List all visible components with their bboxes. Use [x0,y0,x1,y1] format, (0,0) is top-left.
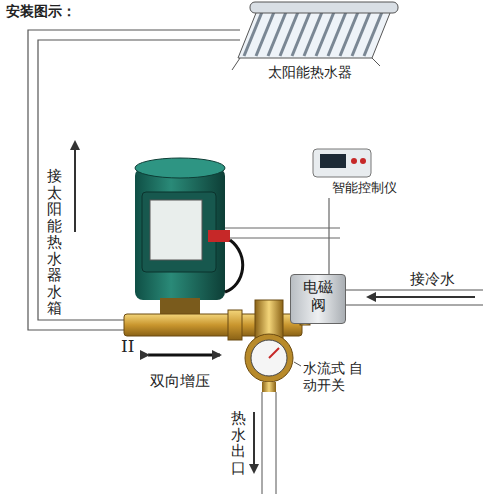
flow-arrow [74,142,76,232]
diagram-title: 安装图示： [6,3,76,20]
solar-heater [232,2,398,70]
controller-box: 智能控制仪 [312,148,399,198]
controller-device [312,148,372,178]
pipe-outline [38,40,240,320]
label-text: 双向增压 [150,372,210,390]
node-text: 电磁阀 [302,278,334,314]
label-text: II [121,336,134,356]
solenoid-valve: 电磁阀 [290,274,346,324]
pipe-outline [28,30,240,330]
node-text: 智能控制仪 [332,180,397,196]
label-text: 接太阳能热水器水箱 [47,168,62,317]
double-arrow [148,354,220,357]
label-text: 水流式 自动开关 [303,360,365,394]
control-wire [328,198,329,274]
label-text: 接冷水 [410,270,455,288]
booster-pump [135,158,243,314]
flow-switch [245,334,293,392]
leader-line [294,362,301,366]
label-text: 热水出口 [231,410,246,476]
label-text: 太阳能热水器 [268,64,352,81]
